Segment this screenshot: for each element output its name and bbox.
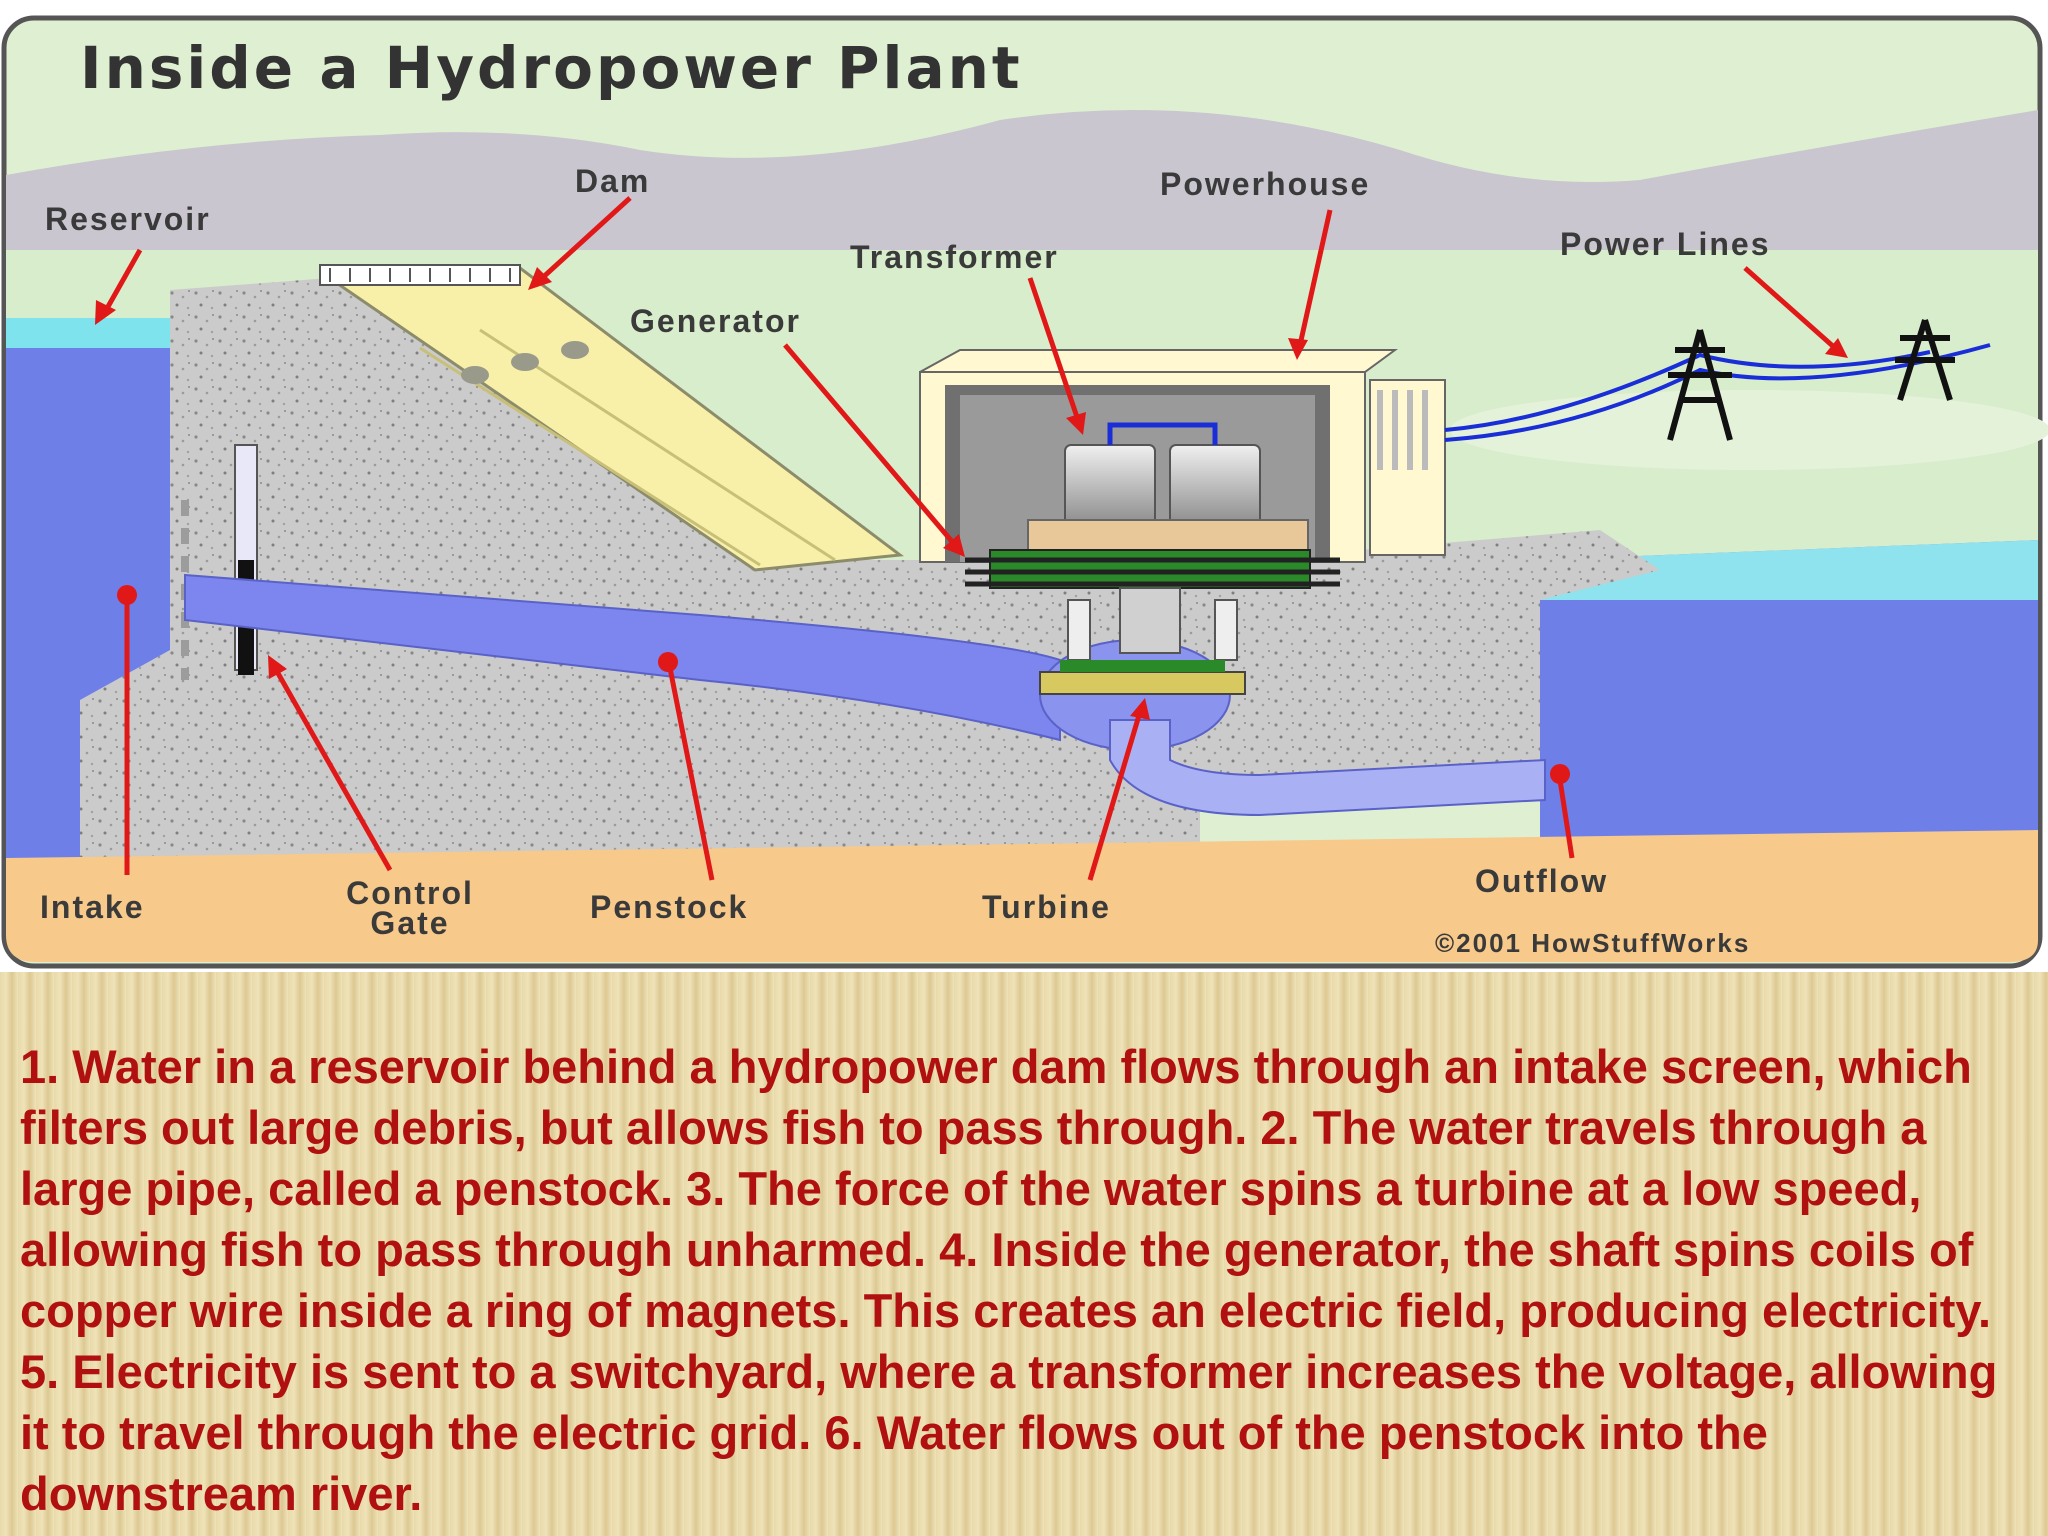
copyright-text: ©2001 HowStuffWorks: [1435, 928, 1750, 958]
outflow-channel: [1109, 719, 1546, 817]
label-powerhouse: Powerhouse: [1160, 166, 1370, 202]
label-penstock: Penstock: [590, 889, 748, 925]
label-reservoir: Reservoir: [45, 201, 211, 237]
label-outflow: Outflow: [1475, 863, 1608, 899]
description-text: 1. Water in a reservoir behind a hydropo…: [20, 1040, 1998, 1520]
label-power-lines: Power Lines: [1560, 226, 1771, 262]
transformer-unit: [1064, 422, 1261, 526]
label-control-gate-line1: Control: [346, 875, 474, 911]
penstock: [184, 573, 1061, 742]
power-lines: [1444, 319, 1991, 442]
label-generator: Generator: [630, 303, 801, 339]
dam-concrete: [80, 278, 1660, 860]
hydropower-diagram: Inside a Hydropower Plant Reservoir Dam …: [1, 15, 2048, 969]
label-dam: Dam: [575, 163, 650, 199]
label-control-gate-line2: Gate: [370, 905, 449, 941]
generator-unit: [965, 519, 1340, 695]
label-transformer: Transformer: [850, 239, 1059, 275]
diagram-title: Inside a Hydropower Plant: [80, 34, 1023, 102]
pointer-arrows: [95, 196, 1848, 881]
label-intake: Intake: [40, 889, 144, 925]
label-turbine: Turbine: [982, 889, 1111, 925]
ground: [6, 830, 2038, 962]
downstream-water: [1540, 540, 2038, 860]
diagram-illustration: Inside a Hydropower Plant Reservoir Dam …: [1, 15, 2048, 969]
